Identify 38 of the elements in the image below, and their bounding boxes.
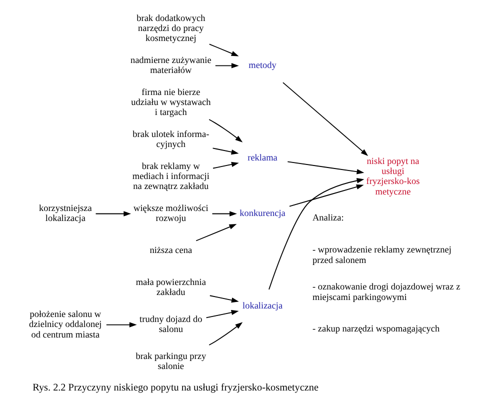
node-text: niższa cena [149,246,192,256]
node-text: brak reklamy w mediach i informacji na zewnątrz zakładu [132,162,209,192]
node-text: nadmierne zużywanie materiałów [130,56,211,76]
arrow [268,178,364,290]
node-text: niski popyt na usługi fryzjersko-kos metyczne [366,156,420,198]
label: Analiza: [312,214,344,224]
node-text: brak parkingu przy salonie [135,352,206,372]
arrow [195,224,236,242]
node-text: korzystniejsza lokalizacja [38,204,92,224]
arrow [212,148,238,155]
node-text: brak dodatkowych narzędzi do pracy kosmetycznej [136,14,205,44]
arrow [205,310,238,318]
arrow [286,161,364,174]
arrow [211,211,236,216]
label: - zakup narzędzi wspomagających [312,324,440,335]
arrow [212,162,238,169]
label: - wprowadzenie reklamy zewnętrznej przed salonem [312,246,451,266]
arrow [208,44,238,56]
arrow [214,63,238,68]
arrow [288,184,364,207]
caption: Rys. 2.2 Przyczyny niskiego popytu na usługi fryzjersko-kosmetyczne [32,382,318,394]
arrow [208,322,242,346]
node-text: położenie salonu w dzielnicy oddalonej od centrum miasta [28,310,102,340]
node-text: brak ulotek informa- cyjnych [132,130,209,150]
node-text: lokalizacja [242,302,282,312]
arrow [282,82,368,156]
arrow [208,295,238,303]
node-text: konkurencja [239,209,285,220]
arrow [94,211,131,216]
node-text: firma nie bierze udziału w wystawach i targach [130,88,210,118]
label: - oznakowanie drogi dojazdowej wraz z miejscami parkingowymi [312,282,460,303]
node-text: reklama [247,154,277,164]
node-text: metody [248,61,276,72]
arrow [105,322,136,328]
arrow [208,119,242,142]
node-text: trudny dojazd do salonu [139,315,202,336]
node-text: większe możliwości rozwoju [133,204,208,224]
node-text: mała powierzchnia zakładu [135,278,206,298]
